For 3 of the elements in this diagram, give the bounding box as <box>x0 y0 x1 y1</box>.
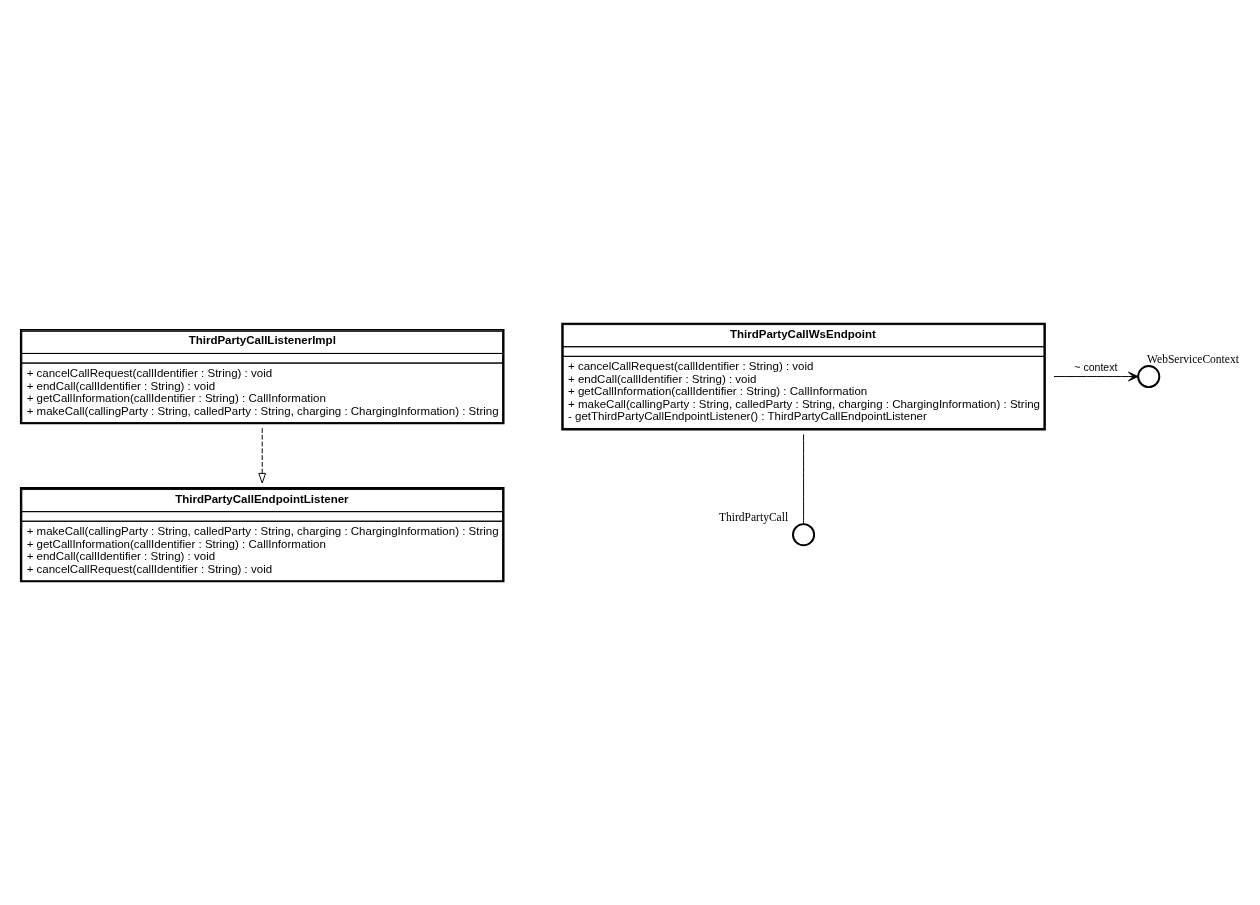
node-label: ThirdPartyCall <box>719 510 789 523</box>
edge-label: ~ context <box>1074 360 1118 373</box>
node-label: WebServiceContext <box>1147 352 1239 365</box>
